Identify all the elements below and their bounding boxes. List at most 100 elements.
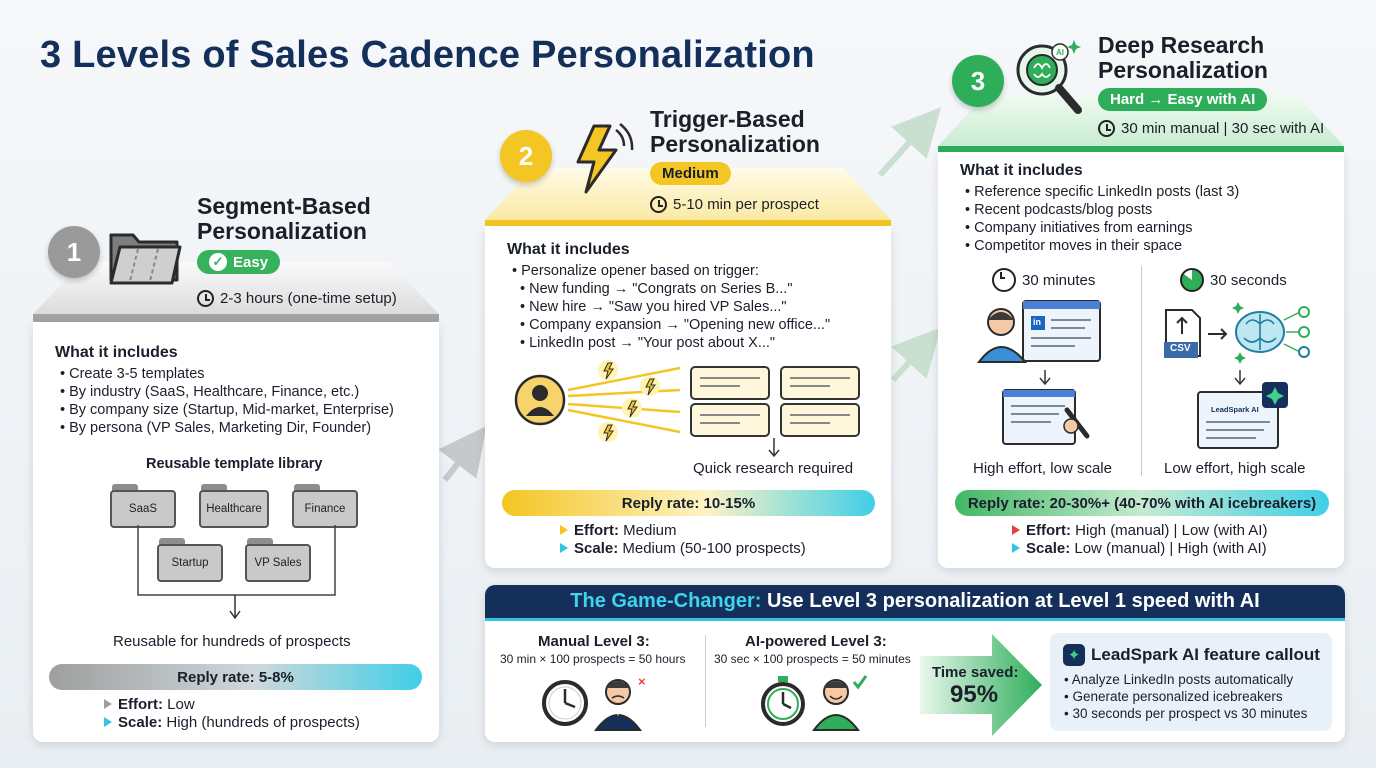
level2-includes-list: Personalize opener based on trigger: New… <box>512 262 830 352</box>
li-label: in <box>1033 317 1041 327</box>
level3-title: Deep Research Personalization <box>1098 33 1268 83</box>
level1-scale: Scale: High (hundreds of prospects) <box>104 714 360 732</box>
sparkle-icon: ✦ <box>1063 644 1085 666</box>
down-arrow-icon <box>768 438 780 458</box>
level2-includes-heading: What it includes <box>507 241 630 258</box>
csv-label: CSV <box>1170 343 1191 354</box>
level1-badge-label: Easy <box>233 253 269 271</box>
clock-icon <box>992 268 1016 292</box>
ai-calc: 30 sec × 100 prospects = 50 minutes <box>714 652 911 666</box>
divider <box>705 635 706 727</box>
arrow-1-to-2 <box>438 425 487 482</box>
time-saved-arrow <box>920 634 1042 736</box>
list-item: Competitor moves in their space <box>965 237 1239 255</box>
level3-title-line2: Personalization <box>1098 57 1268 83</box>
list-item: New funding → "Congrats on Series B..." <box>512 280 830 298</box>
folder-healthcare: Healthcare <box>199 484 269 528</box>
level1-reply-rate: Reply rate: 5-8% <box>49 664 422 690</box>
triangle-icon <box>560 543 568 553</box>
list-item: Create 3-5 templates <box>60 365 394 383</box>
ai-research-illustration <box>1164 302 1310 449</box>
level3-time: 30 min manual | 30 sec with AI <box>1098 120 1324 137</box>
library-caption: Reusable for hundreds of prospects <box>113 633 351 650</box>
level2-time-text: 5-10 min per prospect <box>673 196 819 213</box>
triangle-icon <box>560 525 568 535</box>
manual-title: Manual Level 3: <box>538 633 650 650</box>
level2-number-badge: 2 <box>500 130 552 182</box>
level1-includes-heading: What it includes <box>55 344 178 361</box>
happy-person-icon <box>812 675 868 731</box>
triangle-icon <box>1012 525 1020 535</box>
level2-difficulty-badge: Medium <box>650 162 731 185</box>
level2-effort: Effort: Medium <box>560 522 677 540</box>
list-item: By persona (VP Sales, Marketing Dir, Fou… <box>60 419 394 437</box>
list-item: By company size (Startup, Mid-market, En… <box>60 401 394 419</box>
arrow-2-to-3-bottom <box>890 327 942 383</box>
level1-title-line1: Segment-Based <box>197 193 371 219</box>
list-item: Company expansion → "Opening new office.… <box>512 316 830 334</box>
level3-scale: Scale: Low (manual) | High (with AI) <box>1012 540 1267 558</box>
level1-time-text: 2-3 hours (one-time setup) <box>220 290 397 307</box>
list-item: By industry (SaaS, Healthcare, Finance, … <box>60 383 394 401</box>
level2-scale: Scale: Medium (50-100 prospects) <box>560 540 806 558</box>
level3-includes-heading: What it includes <box>960 162 1083 179</box>
triangle-icon <box>104 717 112 727</box>
ai-time: 30 seconds <box>1180 268 1287 292</box>
callout-list: Analyze LinkedIn posts automatically Gen… <box>1064 671 1308 722</box>
level2-reply-rate: Reply rate: 10-15% <box>502 490 875 516</box>
manual-caption: High effort, low scale <box>973 460 1112 477</box>
folder-startup: Startup <box>157 538 223 582</box>
check-icon: ✓ <box>209 253 227 271</box>
manual-research-illustration <box>977 300 1101 445</box>
lightning-icon <box>576 123 634 194</box>
list-item: Reference specific LinkedIn posts (last … <box>965 183 1239 201</box>
triangle-icon <box>1012 543 1020 553</box>
level3-number-badge: 3 <box>952 55 1004 107</box>
folder-vp-sales: VP Sales <box>245 538 311 582</box>
level1-title-line2: Personalization <box>197 218 367 244</box>
level1-difficulty-badge: ✓ Easy <box>197 250 281 274</box>
list-item: Analyze LinkedIn posts automatically <box>1064 671 1307 688</box>
level3-effort: Effort: High (manual) | Low (with AI) <box>1012 522 1267 540</box>
library-heading: Reusable template library <box>146 456 323 472</box>
ai-research-icon: AI <box>1016 40 1082 114</box>
list-item: LinkedIn post → "Your post about X..." <box>512 334 830 352</box>
level2-title-line2: Personalization <box>650 131 820 157</box>
trigger-illustration <box>514 360 681 442</box>
clock-icon <box>650 196 667 213</box>
svg-text:×: × <box>638 674 646 689</box>
manual-calc: 30 min × 100 prospects = 50 hours <box>500 652 686 666</box>
folder-saas: SaaS <box>110 484 176 528</box>
stressed-person-icon: × <box>594 674 646 731</box>
folder-finance: Finance <box>292 484 358 528</box>
folder-icon <box>109 233 182 285</box>
stopwatch-icon <box>1180 268 1204 292</box>
clock-icon <box>1098 120 1115 137</box>
time-saved-value: 95% <box>950 681 999 708</box>
level2-title-line1: Trigger-Based <box>650 106 805 132</box>
wall-clock-icon <box>542 680 588 726</box>
level1-number-badge: 1 <box>48 226 100 278</box>
research-caption: Quick research required <box>693 460 854 477</box>
list-item: Company initiatives from earnings <box>965 219 1239 237</box>
gamechanger-heading-rest: Use Level 3 personalization at Level 1 s… <box>761 590 1260 612</box>
triangle-icon <box>104 699 112 709</box>
arrow-2-to-3-top <box>877 107 942 178</box>
message-bubble <box>780 366 860 400</box>
message-bubble <box>780 403 860 437</box>
level3-includes-list: Reference specific LinkedIn posts (last … <box>965 183 1239 255</box>
level2-time: 5-10 min per prospect <box>650 196 819 213</box>
message-bubble <box>690 403 770 437</box>
list-item: Personalize opener based on trigger: <box>512 262 830 280</box>
level2-roof <box>485 168 891 227</box>
svg-text:AI: AI <box>1056 48 1064 57</box>
level3-time-text: 30 min manual | 30 sec with AI <box>1121 120 1325 137</box>
divider <box>1141 266 1142 476</box>
gamechanger-heading-prefix: The Game-Changer: <box>570 590 762 612</box>
callout-title: LeadSpark AI feature callout <box>1091 645 1320 664</box>
level1-includes-list: Create 3-5 templates By industry (SaaS, … <box>60 365 394 437</box>
ai-caption: Low effort, high scale <box>1164 460 1306 477</box>
list-item: 30 seconds per prospect vs 30 minutes <box>1064 705 1307 722</box>
level3-title-line1: Deep Research <box>1098 32 1265 58</box>
